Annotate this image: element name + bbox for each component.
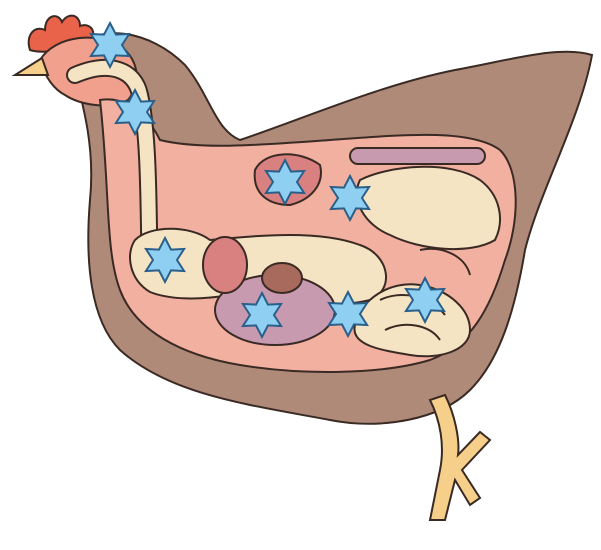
leg bbox=[430, 395, 490, 520]
heart bbox=[203, 237, 247, 293]
beak bbox=[15, 58, 48, 75]
kidney bbox=[350, 148, 485, 164]
dark-organ bbox=[262, 263, 302, 293]
